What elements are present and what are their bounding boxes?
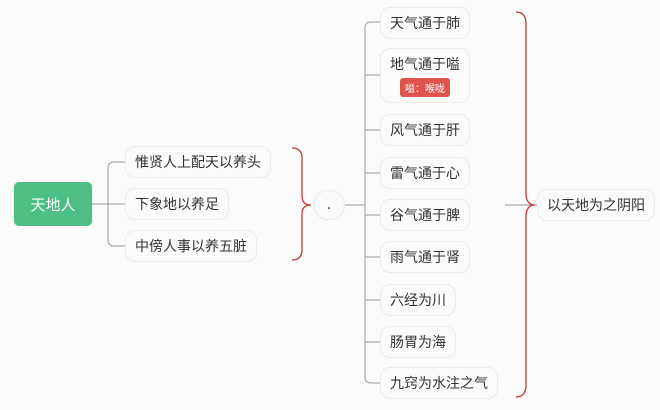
node-item-2[interactable]: 地气通于嗌嗌：喉咙 [380, 48, 470, 103]
node-label: 肠胃为海 [390, 335, 446, 351]
node-item-1[interactable]: 天气通于肺 [380, 7, 470, 39]
node-label: 谷气通于脾 [390, 208, 460, 224]
brace-left [291, 147, 312, 261]
node-item-8[interactable]: 肠胃为海 [380, 326, 456, 358]
node-label: 以天地为之阴阳 [547, 198, 645, 214]
node-item-4[interactable]: 雷气通于心 [380, 157, 470, 189]
node-label: 雷气通于心 [390, 166, 460, 182]
node-level1-2[interactable]: 下象地以养足 [125, 188, 229, 220]
node-label: 六经为川 [390, 293, 446, 309]
summary-dot-node[interactable]: . [313, 190, 345, 220]
root-node[interactable]: 天地人 [14, 182, 92, 226]
node-item-6[interactable]: 雨气通于肾 [380, 241, 470, 273]
root-label: 天地人 [30, 195, 76, 214]
node-item-9[interactable]: 九窍为水注之气 [380, 367, 498, 399]
node-label: 中傍人事以养五脏 [135, 239, 247, 255]
node-label: . [326, 197, 332, 213]
node-level1-1[interactable]: 惟贤人上配天以养头 [125, 146, 271, 178]
node-label: 地气通于嗌 [390, 57, 460, 73]
node-label: 风气通于肝 [390, 123, 460, 139]
node-item-7[interactable]: 六经为川 [380, 284, 456, 316]
note-badge: 嗌：喉咙 [400, 78, 450, 97]
node-label: 下象地以养足 [135, 197, 219, 213]
node-label: 天气通于肺 [390, 16, 460, 32]
node-label: 雨气通于肾 [390, 250, 460, 266]
node-level1-3[interactable]: 中傍人事以养五脏 [125, 230, 257, 262]
brace-right [515, 11, 536, 398]
node-label: 九窍为水注之气 [390, 376, 488, 392]
node-item-5[interactable]: 谷气通于脾 [380, 199, 470, 231]
summary-node[interactable]: 以天地为之阴阳 [537, 189, 655, 221]
node-item-3[interactable]: 风气通于肝 [380, 114, 470, 146]
node-label: 惟贤人上配天以养头 [135, 155, 261, 171]
